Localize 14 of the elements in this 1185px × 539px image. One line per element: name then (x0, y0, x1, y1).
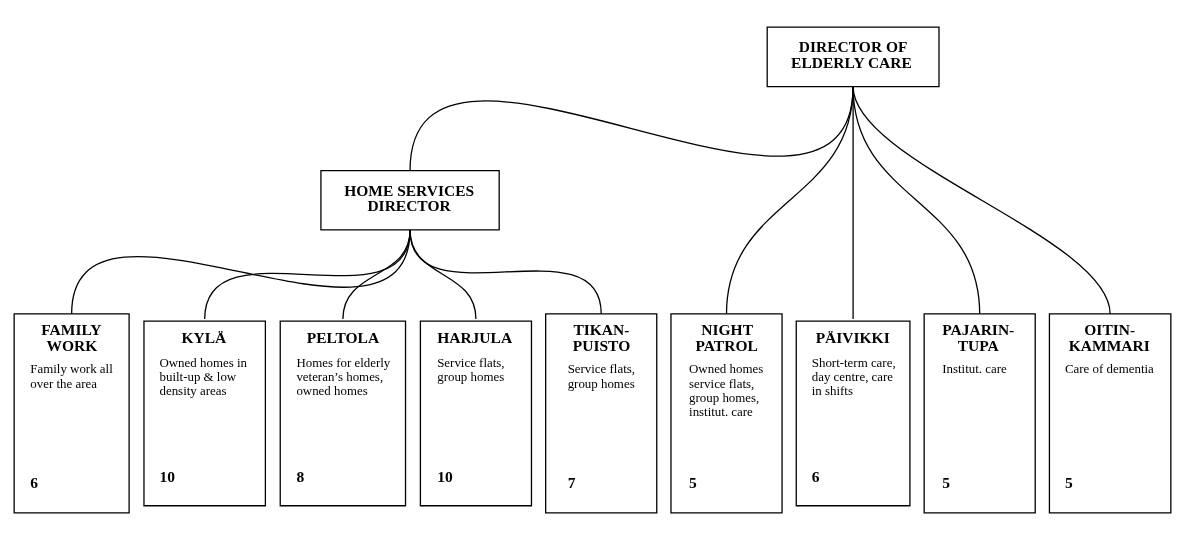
node-box: KYLÄ Owned homes in built-up & low density areas 10 (143, 319, 267, 506)
node-box: PELTOLA Homes for elderly veteran’s homes, owned homes 8 (279, 319, 407, 506)
connector (852, 85, 1111, 315)
node-box: DIRECTOR OF ELDERLY CARE (766, 26, 940, 87)
node-box: PAJARIN- TUPA Institut. care 5 (923, 312, 1036, 513)
connector (852, 85, 981, 315)
connector (409, 228, 602, 315)
node-box: HOME SERVICES DIRECTOR (320, 169, 500, 231)
node-box: HARJULA Service flats, group homes 10 (419, 319, 533, 506)
node-box: FAMILY WORK Family work all over the area 6 (13, 312, 130, 513)
node-box: TIKAN- PUISTO Service flats, group homes 7 (545, 312, 658, 513)
node-box: PÄIVIKKI Short-term care, day centre, care in shifts 6 (795, 319, 911, 506)
node-box: OITIN- KAMMARI Care of dementia 5 (1048, 312, 1172, 513)
node-box: NIGHT PATROL Owned homes service flats, group homes, institut. care 5 (670, 312, 783, 513)
